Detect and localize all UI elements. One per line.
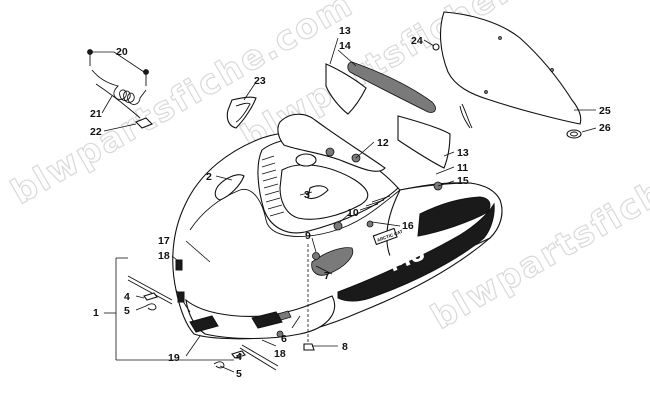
hood-latch-kit [87, 49, 153, 129]
left-slot-upper [175, 259, 183, 271]
callout-9: 9 [305, 230, 311, 242]
callout-21: 21 [90, 108, 102, 120]
wind-deflector-13 [325, 63, 367, 115]
callout-18-left: 18 [158, 250, 170, 262]
callout-17: 17 [158, 235, 170, 247]
windshield-screw-hole-3 [498, 36, 502, 40]
windshield-screw-hole-2 [550, 68, 554, 72]
callout-20: 20 [116, 46, 128, 58]
clip-4b [231, 350, 246, 359]
upper-decal-black [417, 196, 491, 237]
decal-3 [307, 185, 329, 200]
callout-3: 3 [304, 189, 310, 201]
callout-8: 8 [342, 341, 348, 353]
callout-18-bottom: 18 [274, 348, 286, 360]
hinge-rod-18b-b [241, 344, 279, 367]
lower-hardware [127, 244, 315, 371]
fastener-8 [303, 343, 315, 351]
windshield [432, 11, 582, 139]
cotter-5a [145, 303, 157, 311]
callout-4-left: 4 [124, 291, 130, 303]
callout-13-mid: 13 [457, 147, 469, 159]
grommet-26-inner [570, 131, 578, 137]
windshield-wire [461, 103, 473, 129]
nose-reflector [277, 310, 292, 321]
callout-1: 1 [93, 307, 99, 319]
side-vent-decal [214, 174, 245, 201]
callout-25: 25 [599, 105, 611, 117]
fastener-9 [312, 252, 320, 260]
fastener-16 [366, 220, 374, 228]
cotter-5b [213, 361, 225, 369]
hinge-rod-18a-b [127, 279, 173, 305]
callout-6: 6 [281, 333, 287, 345]
callout-19: 19 [168, 352, 180, 364]
mesh-grille [311, 247, 354, 276]
latch-cable [95, 83, 141, 119]
leader-lines [92, 37, 597, 373]
callout-13-top: 13 [339, 25, 351, 37]
decal-23-inner [235, 102, 251, 123]
windshield-wire-2 [459, 105, 471, 129]
callout-14: 14 [339, 40, 351, 52]
hinge-rod-18a [127, 275, 173, 301]
screw-24 [432, 43, 440, 51]
fastener-nose [276, 330, 284, 338]
left-slot-lower [177, 291, 185, 303]
callout-23: 23 [254, 75, 266, 87]
callout-7: 7 [324, 270, 330, 282]
callout-5-left: 5 [124, 305, 130, 317]
callout-16: 16 [402, 220, 414, 232]
callout-10: 10 [347, 207, 359, 219]
latch-spring-21 [91, 69, 147, 105]
hinge-rod-18b [239, 347, 277, 371]
windshield-panel [439, 11, 582, 125]
callout-11: 11 [457, 162, 468, 174]
trim-strip-14 [347, 61, 436, 113]
callout-22: 22 [90, 126, 102, 138]
callout-2: 2 [206, 171, 212, 183]
latch-screw-20a-head [87, 49, 93, 55]
wind-deflector-12 [397, 115, 451, 169]
shroud-lens [295, 153, 317, 167]
latch-clip-22 [135, 117, 153, 129]
nose-grille-right [251, 311, 283, 329]
callout-15: 15 [457, 175, 469, 187]
callout-24: 24 [411, 35, 423, 47]
callout-12: 12 [377, 137, 389, 149]
nose-grille-left [189, 315, 219, 333]
vent-louvers [261, 155, 391, 217]
callout-numbers: 20 21 22 23 13 14 24 25 26 12 2 3 13 11 … [90, 25, 611, 380]
callout-5-bottom: 5 [236, 368, 242, 380]
fastener-10 [333, 221, 343, 231]
callout-26: 26 [599, 122, 611, 134]
windshield-screw-hole-1 [484, 90, 488, 94]
latch-screw-20b-head [143, 69, 149, 75]
grommet-26 [566, 129, 582, 139]
arctic-cat-logo [372, 227, 398, 246]
fastener-11 [325, 147, 335, 157]
clip-4a [143, 292, 158, 301]
m8-decal-black [337, 202, 495, 302]
callout-4-bottom: 4 [236, 351, 242, 363]
